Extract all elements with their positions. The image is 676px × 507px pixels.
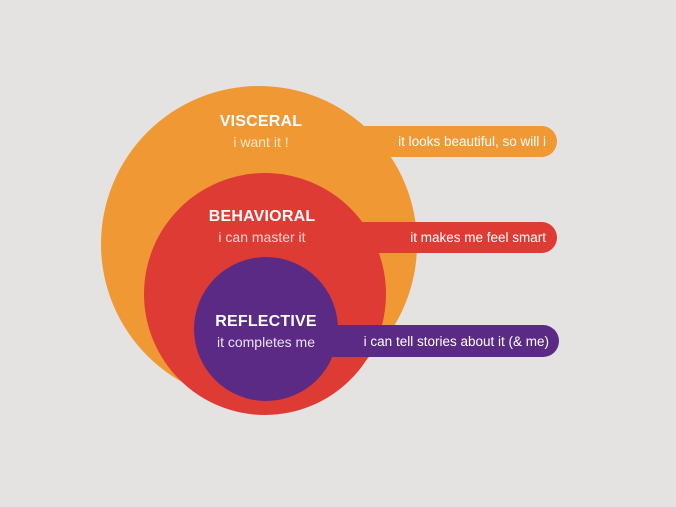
reflective-bar <box>300 325 559 357</box>
reflective-subtitle: it completes me <box>217 334 315 350</box>
reflective-statement: i can tell stories about it (& me) <box>364 334 549 349</box>
visceral-subtitle: i want it ! <box>233 134 288 150</box>
behavioral-subtitle: i can master it <box>218 229 305 245</box>
visceral-title: VISCERAL <box>220 113 303 130</box>
behavioral-statement: it makes me feel smart <box>410 230 546 245</box>
reflective-level <box>194 257 559 401</box>
visceral-statement: it looks beautiful, so will i <box>398 134 546 149</box>
behavioral-title: BEHAVIORAL <box>209 208 316 225</box>
reflective-title: REFLECTIVE <box>215 313 317 330</box>
reflective-circle <box>194 257 338 401</box>
